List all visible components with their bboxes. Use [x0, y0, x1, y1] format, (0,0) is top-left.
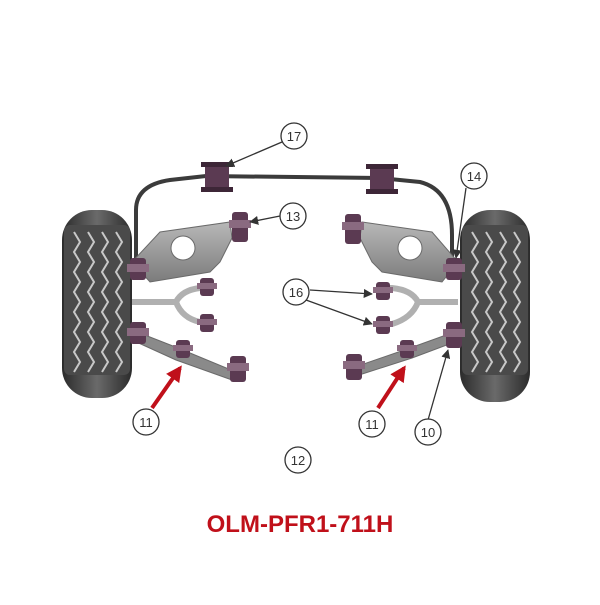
bush-left-lower-end — [227, 356, 249, 382]
bush-left-lower-inner — [173, 340, 193, 358]
callout-13-label: 13 — [286, 209, 300, 224]
leader-lines — [225, 141, 467, 421]
bush-left-mid-top — [197, 278, 217, 296]
callout-13: 13 — [279, 202, 307, 230]
right-wishbone-bracket — [359, 221, 459, 283]
left-wheel — [62, 210, 132, 398]
leader-16b — [305, 299, 373, 326]
leader-14 — [452, 187, 467, 259]
leader-13 — [249, 215, 281, 225]
callout-17: 17 — [280, 122, 308, 150]
callout-11-right: 11 — [358, 410, 386, 438]
left-wishbone-bracket — [131, 221, 233, 283]
callout-14-label: 14 — [467, 169, 481, 184]
right-middle-link — [384, 285, 458, 327]
callout-16: 16 — [282, 278, 310, 306]
arb-mount-right — [366, 164, 398, 194]
bush-14 — [443, 258, 465, 280]
bushes — [127, 212, 465, 382]
anti-roll-bar — [134, 162, 454, 266]
callout-12: 12 — [284, 446, 312, 474]
callout-11-right-label: 11 — [365, 417, 379, 432]
bush-left-mid-bottom — [197, 314, 217, 332]
callout-12-label: 12 — [291, 453, 305, 468]
bush-right-lower-end — [343, 354, 365, 380]
bush-left-wheel-upper — [127, 258, 149, 280]
red-arrow-right — [376, 365, 406, 410]
left-bracket-hole — [170, 235, 196, 261]
left-middle-link — [132, 285, 206, 325]
leader-10 — [427, 349, 451, 421]
callout-10: 10 — [414, 418, 442, 446]
right-bracket-hole — [397, 235, 423, 261]
bush-16-bottom — [373, 316, 393, 334]
callout-11-left-label: 11 — [139, 415, 153, 430]
bush-16-top — [373, 282, 393, 300]
bush-13 — [229, 212, 251, 242]
arb-mount-left — [201, 162, 233, 192]
callout-16-label: 16 — [289, 285, 303, 300]
bush-right-bracket — [342, 214, 364, 244]
bush-right-lower-inner — [397, 340, 417, 358]
callout-11-left: 11 — [132, 408, 160, 436]
callout-17-label: 17 — [287, 129, 301, 144]
red-arrows — [150, 365, 406, 410]
leader-17 — [225, 141, 283, 167]
right-tyre-tread — [470, 231, 522, 373]
bush-left-wheel-lower — [127, 322, 149, 344]
part-number: OLM-PFR1-711H — [207, 511, 394, 538]
left-tyre-tread — [72, 231, 124, 373]
callout-14: 14 — [460, 162, 488, 190]
callout-10-label: 10 — [421, 425, 435, 440]
leader-16a — [309, 288, 373, 299]
red-arrow-left — [150, 365, 182, 410]
right-wheel — [460, 210, 530, 402]
bush-10 — [443, 322, 465, 348]
